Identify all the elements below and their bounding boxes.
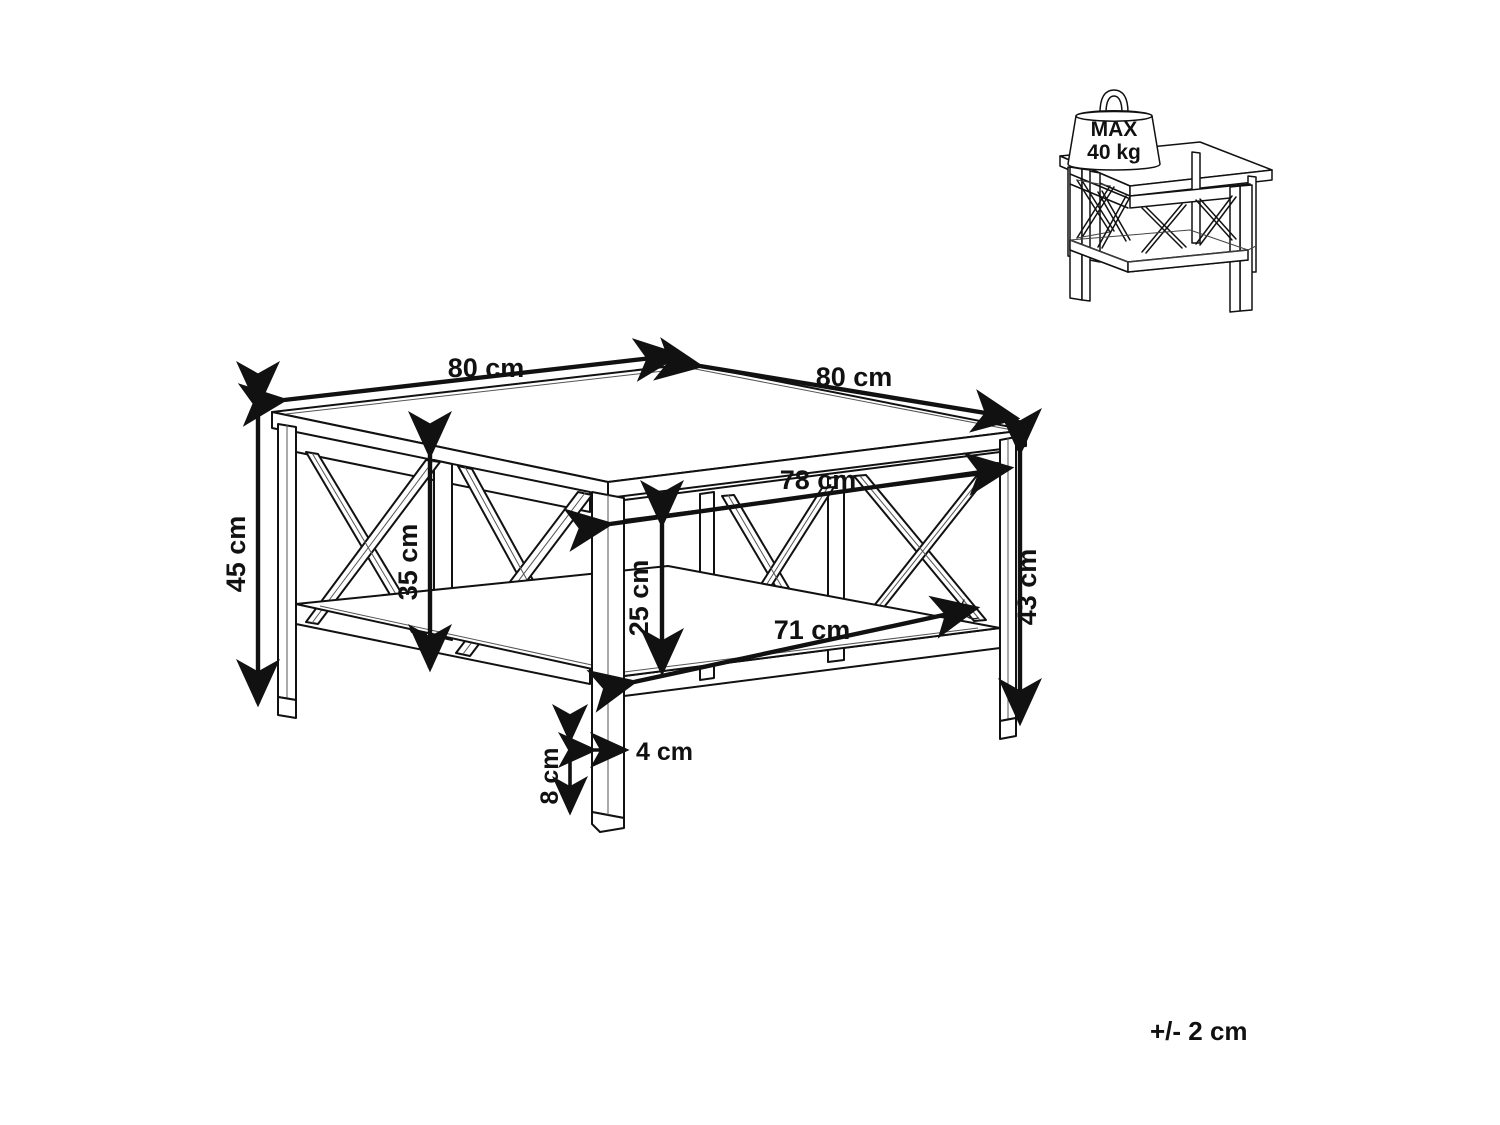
dim-label-43: 43 cm: [1012, 549, 1042, 626]
weight-icon: [1067, 89, 1161, 171]
dim-label-4: 4 cm: [636, 738, 693, 766]
dim-label-8: 8 cm: [536, 748, 564, 805]
dimension-apron-height: 35 cm: [393, 411, 452, 673]
leg-back-right-foot: [999, 717, 1017, 740]
x-brace-right-a: [1141, 203, 1187, 254]
max-load-line2: 40 kg: [1087, 141, 1141, 164]
dim-label-78: 78 cm: [780, 465, 857, 495]
x-brace-left-b: [1097, 190, 1131, 249]
dim-label-35: 35 cm: [393, 524, 423, 601]
dimension-leg-bottom: 8 cm: [536, 704, 588, 816]
dimension-total-height: 45 cm: [221, 361, 280, 708]
dim-label-80-right: 80 cm: [816, 362, 893, 392]
small-table-illustration: MAX 40 kg: [1059, 89, 1273, 313]
leg-front-center-foot: [591, 811, 625, 833]
max-load-line1: MAX: [1091, 118, 1138, 141]
tolerance-label: +/- 2 cm: [1150, 1016, 1248, 1046]
dim-label-45: 45 cm: [221, 516, 251, 593]
dimension-leg-height-right: 43 cm: [998, 408, 1042, 727]
dim-label-25: 25 cm: [624, 560, 654, 637]
x-brace-right-b: [1195, 195, 1237, 246]
leg-back-left-foot: [277, 696, 297, 719]
dim-label-71: 71 cm: [774, 615, 851, 645]
dimension-leg-thickness: 4 cm: [558, 732, 693, 768]
dim-label-80-left: 80 cm: [448, 353, 525, 383]
dimension-shelf-width: 71 cm: [586, 595, 981, 713]
x-brace-left-panel-a: [305, 451, 441, 635]
dimension-top-left-width: 80 cm: [237, 338, 683, 427]
dimension-top-right-depth: 80 cm: [653, 337, 1021, 433]
